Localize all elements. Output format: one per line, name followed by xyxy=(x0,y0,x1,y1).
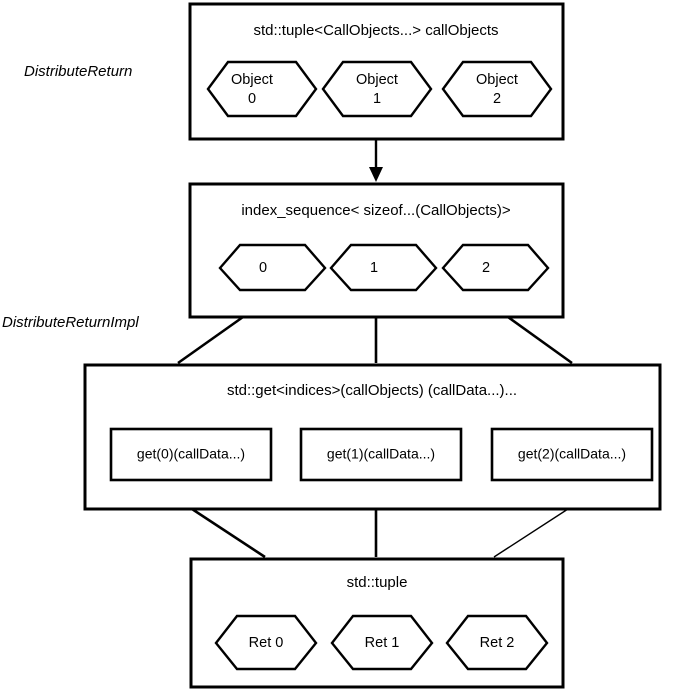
hexagon-label-line1: Object xyxy=(231,72,273,88)
hexagon-label: Ret 2 xyxy=(480,635,515,651)
connector-right xyxy=(493,508,569,558)
node-index-sequence[interactable]: index_sequence< sizeof...(CallObjects)> … xyxy=(188,182,565,319)
hexagon-shape xyxy=(441,243,550,292)
hexagon-label-line1: Object xyxy=(356,72,398,88)
connector-calltuple-to-indexsequence xyxy=(369,139,383,182)
hexagon-ret-2[interactable]: Ret 2 xyxy=(445,614,549,671)
connector-left xyxy=(191,507,266,559)
hexagon-shape xyxy=(218,243,327,292)
hexagon-shape xyxy=(321,60,433,118)
hexagon-object-1[interactable]: Object 1 xyxy=(321,60,433,118)
inner-rect-get-2[interactable]: get(2)(callData...) xyxy=(490,427,654,482)
node-title: std::tuple xyxy=(347,574,408,591)
node-title: std::get<indices>(callObjects) (callData… xyxy=(227,382,517,399)
hexagon-label-line2: 1 xyxy=(373,91,381,107)
inner-rect-get-0[interactable]: get(0)(callData...) xyxy=(109,427,273,482)
connector-right xyxy=(507,315,573,365)
hexagon-label: Ret 1 xyxy=(365,635,400,651)
node-title: std::tuple<CallObjects...> callObjects xyxy=(253,22,498,39)
hexagon-label-line2: 0 xyxy=(248,91,256,107)
inner-rect-label: get(0)(callData...) xyxy=(137,446,245,462)
side-label-distribute-return: DistributeReturn xyxy=(24,63,132,80)
hexagon-index-0[interactable]: 0 xyxy=(218,243,327,292)
hexagon-shape xyxy=(445,614,549,671)
hexagon-label: 0 xyxy=(259,260,267,276)
node-title: index_sequence< sizeof...(CallObjects)> xyxy=(241,202,511,219)
hexagon-object-2[interactable]: Object 2 xyxy=(441,60,553,118)
hexagon-shape xyxy=(329,243,438,292)
hexagon-shape xyxy=(330,614,434,671)
connector-left xyxy=(177,315,244,365)
side-label-distribute-return-impl: DistributeReturnImpl xyxy=(2,314,139,331)
hexagon-index-2[interactable]: 2 xyxy=(441,243,550,292)
node-result-tuple[interactable]: std::tuple Ret 0 Ret 1 Ret 2 xyxy=(189,557,565,689)
inner-rect-label: get(1)(callData...) xyxy=(327,446,435,462)
hexagon-ret-1[interactable]: Ret 1 xyxy=(330,614,434,671)
arrow-head-icon xyxy=(369,167,383,182)
inner-rect-label: get(2)(callData...) xyxy=(518,446,626,462)
inner-rect-outline xyxy=(490,427,654,482)
hexagon-label: Ret 0 xyxy=(249,635,284,651)
hexagon-index-1[interactable]: 1 xyxy=(329,243,438,292)
hexagon-label: 2 xyxy=(482,260,490,276)
connectors-indexsequence-to-stdget xyxy=(177,315,573,365)
hexagon-shape xyxy=(214,614,318,671)
hexagon-label-line2: 2 xyxy=(493,91,501,107)
hexagon-ret-0[interactable]: Ret 0 xyxy=(214,614,318,671)
node-call-objects-tuple[interactable]: std::tuple<CallObjects...> callObjects O… xyxy=(188,2,565,141)
hexagon-label: 1 xyxy=(370,260,378,276)
hexagon-shape xyxy=(206,60,318,118)
hexagon-shape xyxy=(441,60,553,118)
node-std-get-expansion[interactable]: std::get<indices>(callObjects) (callData… xyxy=(83,363,662,511)
hexagon-object-0[interactable]: Object 0 xyxy=(206,60,318,118)
inner-rect-get-1[interactable]: get(1)(callData...) xyxy=(299,427,463,482)
inner-rect-outline xyxy=(109,427,273,482)
inner-rect-outline xyxy=(299,427,463,482)
hexagon-label-line1: Object xyxy=(476,72,518,88)
connectors-stdget-to-resulttuple xyxy=(191,507,569,559)
